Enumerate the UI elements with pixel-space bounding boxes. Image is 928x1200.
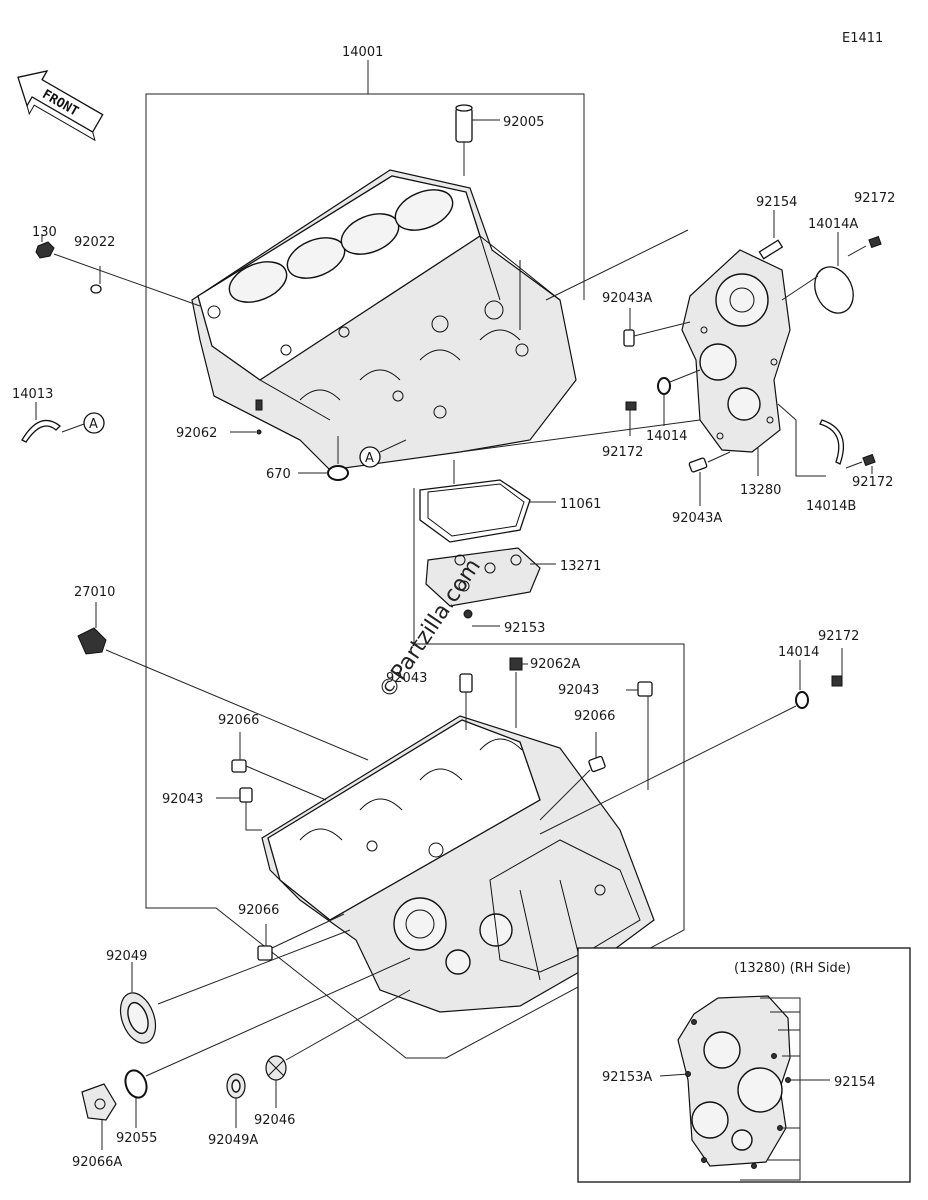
callout-92049A: 92049A [208,1133,258,1148]
lower-crankcase-part [261,715,655,1013]
part-92043-dowel-icon-c [216,787,262,831]
upper-crankcase-part [191,169,577,471]
callout-92172: 92172 [818,629,859,644]
callout-92066: 92066 [574,709,615,724]
callout-92005: 92005 [503,115,544,130]
part-92022-washer-icon [90,266,102,294]
ref-marker-a-1: A [83,412,105,434]
part-92066-plug-icon-c [257,913,345,961]
lower-crankcase-bracket [145,488,685,1059]
callout-92043A: 92043A [672,511,722,526]
part-92172-bolt-icon-top [847,235,882,257]
callout-27010: 27010 [74,585,115,600]
part-11061-gasket-icon [419,460,556,543]
part-92043A-dowel-icon-upper [623,308,691,347]
part-92172-bolt-icon-lower [831,648,843,687]
callout-92172: 92172 [602,445,643,460]
upper-crankcase-bracket [145,60,585,640]
callout-92153A: 92153A [602,1070,652,1085]
callout-14014B: 14014B [806,499,856,514]
part-92172-bolt-icon-right [845,453,876,474]
part-92066-plug-icon-a [231,732,327,801]
diagram-code: E1411 [842,31,883,46]
part-92043A-dowel-icon-lower [688,451,731,506]
part-92062A-plug-icon [509,657,528,728]
part-92043-dowel-icon-b [626,681,653,790]
inset-title: (13280) (RH Side) [734,961,851,976]
callout-labels: 14001 92005 130 92022 14013 92062 670 92… [12,45,895,1170]
part-14014B-clip-icon [777,403,845,477]
callout-92172: 92172 [852,475,893,490]
callout-92066A: 92066A [72,1155,122,1170]
part-27010-switch-icon [77,602,369,761]
part-92172-bolt-icon-mid [625,401,637,436]
ref-marker-label: A [89,417,98,432]
part-130-bolt-icon [35,234,55,259]
part-13280-cover-icon [681,249,791,476]
callout-11061: 11061 [560,497,601,512]
part-92049A-seal-icon [226,1073,246,1128]
callout-92172: 92172 [854,191,895,206]
part-92066-plug-icon-b [539,732,606,821]
part-92055-oring-icon [124,957,411,1128]
part-14014-oring-icon-upper [657,369,701,426]
part-13271-plate-icon [425,547,556,607]
callout-92055: 92055 [116,1131,157,1146]
part-92066A-plug-icon [81,1083,117,1150]
part-92005-icon [455,104,500,176]
callout-13271: 13271 [560,559,601,574]
callout-92062: 92062 [176,426,217,441]
callout-92049: 92049 [106,949,147,964]
part-92154-bolt-icon [758,210,784,260]
callout-92043A: 92043A [602,291,652,306]
callout-92154: 92154 [756,195,797,210]
ref-marker-a-2: A [359,439,407,468]
callout-14014: 14014 [778,645,819,660]
part-92049-seal-icon [119,929,351,1044]
callout-92066: 92066 [218,713,259,728]
callout-14013: 14013 [12,387,53,402]
callout-670: 670 [266,467,291,482]
callout-14014A: 14014A [808,217,858,232]
callout-130: 130 [32,225,57,240]
callout-13280: 13280 [740,483,781,498]
part-92043-dowel-icon-a [459,673,473,730]
callout-92043: 92043 [162,792,203,807]
part-14013-icon [21,402,85,443]
callout-92022: 92022 [74,235,115,250]
callout-14001: 14001 [342,45,383,60]
callout-92153: 92153 [504,621,545,636]
part-92153-bolt-icon [463,609,500,627]
inset-rh-side-view: (13280) (RH Side) [577,947,911,1183]
part-92062-icon [230,399,263,435]
part-14014A-gasket-icon [781,232,854,314]
callout-92043: 92043 [386,671,427,686]
callout-92154: 92154 [834,1075,875,1090]
callout-14014: 14014 [646,429,687,444]
ref-marker-label: A [365,451,374,466]
callout-92043: 92043 [558,683,599,698]
part-670-oring-icon [298,436,349,481]
callout-92066: 92066 [238,903,279,918]
callout-92062A: 92062A [530,657,580,672]
part-92046-bearing-icon [265,989,411,1108]
callout-92046: 92046 [254,1113,295,1128]
front-arrow-icon: FRONT [17,70,104,142]
part-14014-oring-icon-lower [539,660,809,835]
